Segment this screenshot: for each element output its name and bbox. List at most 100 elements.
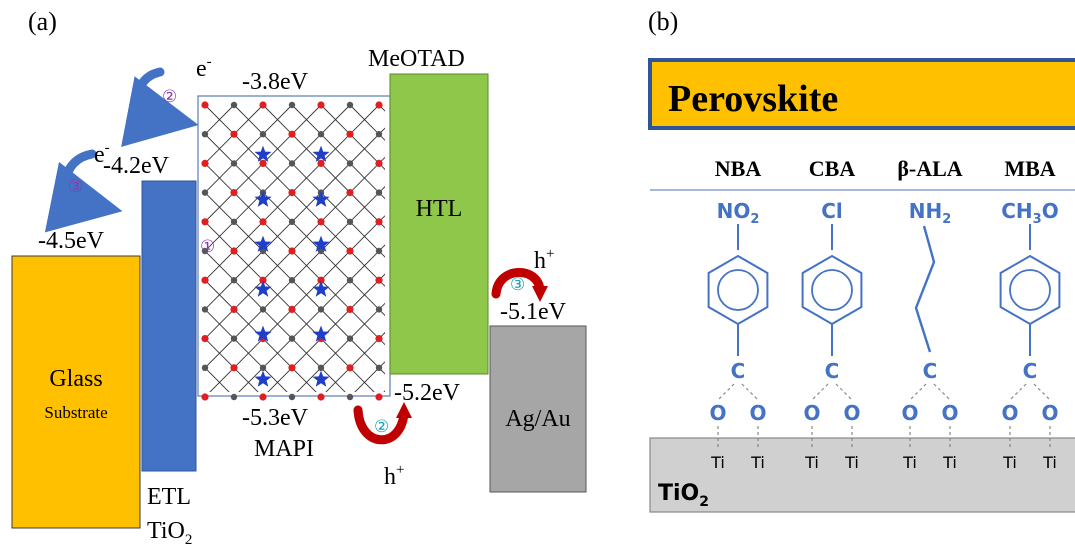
lattice-red-atom: [288, 305, 296, 313]
oxygen-label: O: [1001, 401, 1018, 425]
lattice-red-atom: [375, 393, 383, 401]
lattice-line: [669, 105, 959, 397]
lattice-red-atom: [346, 130, 354, 138]
molecule-name-cba: CBA: [809, 156, 856, 181]
lattice-line: [0, 105, 2, 397]
lattice-red-atom: [346, 189, 354, 197]
lattice-star: [312, 145, 330, 162]
oxygen-label: O: [803, 401, 820, 425]
top-group-label: Cl: [821, 199, 843, 223]
mapi-label: MAPI: [254, 436, 314, 462]
lattice-center-atom: [346, 160, 354, 167]
etl-material-label: TiO2: [147, 518, 192, 548]
lattice-red-atom: [375, 159, 383, 167]
lattice-center-atom: [375, 131, 383, 138]
level-glass: -4.5eV: [38, 228, 105, 254]
lattice-red-atom: [375, 218, 383, 226]
panel-a-label: (a): [28, 7, 57, 36]
lattice-center-atom: [375, 189, 383, 196]
oxygen-label: O: [941, 401, 958, 425]
lattice-line: [553, 105, 843, 397]
perovskite-layer: [648, 58, 1075, 130]
lattice-center-atom: [375, 306, 383, 313]
level-etl: -4.2eV: [103, 153, 170, 179]
step3-hole-marker: ③: [510, 275, 525, 295]
lattice-red-atom: [201, 101, 209, 109]
lattice-center-atom: [201, 189, 209, 196]
titanium-label: Ti: [804, 453, 819, 472]
lattice-center-atom: [230, 393, 238, 401]
lattice-red-atom: [317, 276, 325, 284]
dashed-bond: [835, 383, 853, 401]
level-electrode: -5.1eV: [500, 299, 567, 325]
htl-block: [389, 73, 489, 375]
molecule-name-nba: NBA: [715, 156, 762, 181]
lattice-center-atom: [201, 306, 209, 313]
dashed-bond: [811, 383, 829, 401]
lattice-center-atom: [288, 218, 296, 225]
glass-substrate-block: [11, 255, 141, 529]
lattice-star: [312, 280, 330, 297]
lattice-line: [203, 306, 288, 392]
lattice-red-atom: [259, 218, 267, 226]
titanium-label: Ti: [710, 453, 725, 472]
tio2-label: TiO2: [658, 481, 709, 510]
perovskite-label: Perovskite: [668, 78, 838, 120]
lattice-star: [312, 235, 330, 252]
titanium-label: Ti: [844, 453, 859, 472]
lattice-center-atom: [346, 218, 354, 225]
lattice-line: [203, 335, 259, 392]
lattice-center-atom: [201, 364, 209, 371]
lattice-star: [312, 370, 330, 387]
level-htl-vb: -5.2eV: [394, 380, 461, 406]
lattice-red-atom: [230, 305, 238, 313]
glass-label: Glass: [49, 366, 102, 392]
lattice-star: [254, 325, 272, 342]
lattice-red-atom: [201, 335, 209, 343]
lattice-red-atom: [288, 364, 296, 372]
lattice-red-atom: [201, 218, 209, 226]
oxygen-label: O: [901, 401, 918, 425]
dashed-bond: [909, 383, 927, 401]
oxygen-label: O: [1041, 401, 1058, 425]
dashed-bond: [1009, 383, 1027, 401]
lattice-center-atom: [230, 218, 238, 225]
titanium-label: Ti: [942, 453, 957, 472]
lattice-center-atom: [288, 393, 296, 401]
dashed-bond: [933, 383, 951, 401]
lattice-red-atom: [317, 393, 325, 401]
lattice-center-atom: [375, 364, 383, 371]
lattice-red-atom: [375, 101, 383, 109]
lattice-line: [698, 105, 988, 397]
carbon-label: C: [731, 359, 746, 383]
lattice-center-atom: [230, 160, 238, 167]
step2-hole-marker: ②: [374, 417, 389, 437]
lattice-red-atom: [317, 159, 325, 167]
lattice-center-atom: [288, 277, 296, 284]
step3-electron-marker: ③: [68, 177, 83, 197]
top-group-label: NO2: [717, 199, 760, 227]
lattice-center-atom: [230, 101, 238, 109]
lattice-line: [611, 105, 901, 397]
mapi-block: [197, 95, 391, 397]
lattice-center-atom: [259, 306, 267, 313]
electron-label-left: e-: [94, 140, 110, 168]
titanium-label: Ti: [750, 453, 765, 472]
panel-b: (b) Perovskite NBA CBA β-ALA MBA TiO2 NO…: [648, 7, 1075, 513]
aromatic-circle: [1009, 269, 1051, 311]
titanium-label: Ti: [1002, 453, 1017, 472]
hole-arrow-step2: [353, 405, 409, 445]
aromatic-circle: [717, 269, 759, 311]
lattice-red-atom: [317, 101, 325, 109]
lattice-line: [203, 277, 317, 392]
lattice-red-atom: [259, 276, 267, 284]
lattice-red-atom: [230, 130, 238, 138]
titanium-label: Ti: [1042, 453, 1057, 472]
lattice-red-atom: [201, 159, 209, 167]
lattice-center-atom: [317, 364, 325, 371]
lattice-line: [291, 104, 385, 200]
oxygen-label: O: [709, 401, 726, 425]
